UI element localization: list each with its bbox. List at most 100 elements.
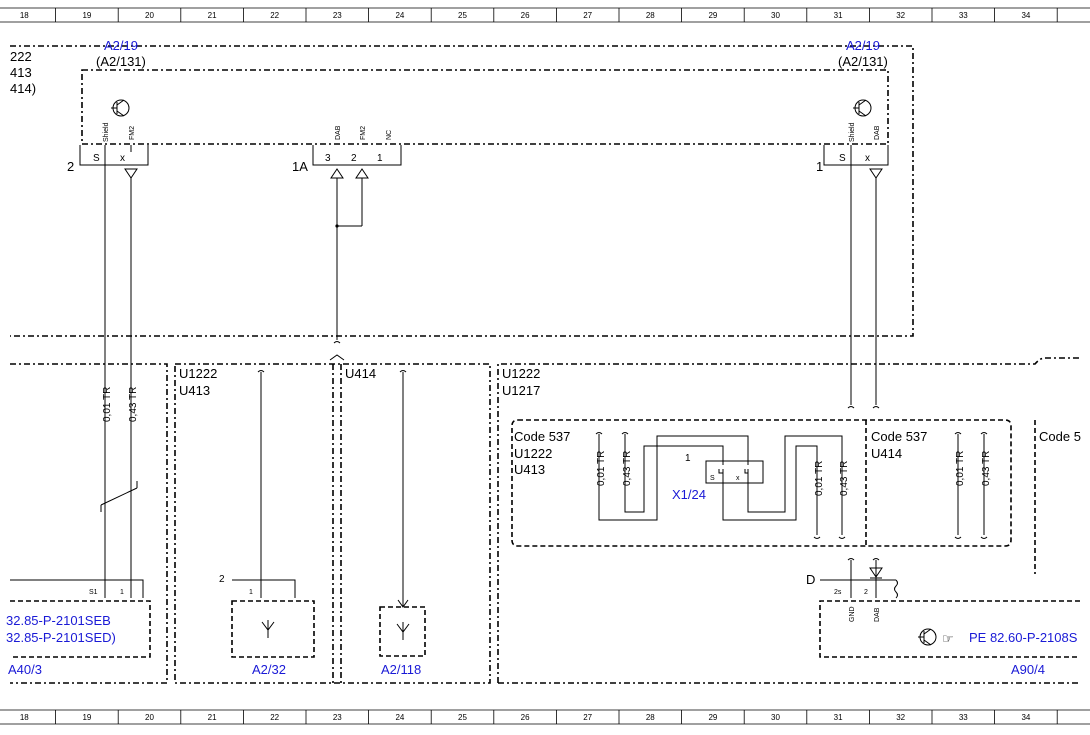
a2-19-right-label[interactable]: A2/19 [846,38,880,53]
ruler-column-20: 20 [145,11,154,20]
variant-line-3: 414) [10,81,36,96]
a2-118-label[interactable]: A2/118 [381,662,421,677]
ruler-column-24: 24 [395,713,404,722]
ruler-column-28: 28 [646,713,655,722]
ruler-column-33: 33 [959,713,968,722]
splice-x1-24[interactable]: X1/24 [672,487,706,502]
dab-right-label: DAB [874,125,881,140]
pin-x-right-label: x [865,153,870,164]
wires-upper [100,145,880,598]
ruler-column-32: 32 [896,11,905,20]
lower-mid-group-outline [174,363,491,684]
component-a40-3: S1 1 32.85-P-2101SEB 32.85-P-2101SED) A4… [6,579,151,677]
ruler-column-27: 27 [583,713,592,722]
dab-label: DAB [335,125,342,140]
wire-code-mid-a: 0,01 TR [814,461,825,496]
ruler-column-21: 21 [208,11,217,20]
splice-pin-num: 1 [685,453,691,464]
code-537-outline [511,419,1012,547]
variant-line-1: 222 [10,49,32,64]
lower-right-outline [497,357,1080,683]
a2-131-right-label: (A2/131) [838,54,888,69]
connector-left: S x Shield FM2 2 [67,122,149,179]
ref-pe-2108s[interactable]: PE 82.60-P-2108S [969,630,1078,645]
ruler-column-30: 30 [771,713,780,722]
ruler-column-18: 18 [20,713,29,722]
wire-left-b: 0,43 TR [128,387,139,422]
shield-right-label: Shield [849,122,856,142]
ruler-column-31: 31 [834,713,843,722]
antenna-a2-118: A2/118 [379,370,426,677]
pin-1-label: 1 [377,153,383,164]
splice-pin-s: S [710,475,715,482]
pointing-hand-icon: ☞ [942,631,954,646]
code-left-line1: Code 537 [514,429,570,444]
code-right-line1: Code 5 [1039,429,1081,444]
pin-s-right-label: S [839,153,846,164]
connector-id-2: 2 [67,159,74,174]
nc-label: NC [386,130,393,140]
ruler-column-29: 29 [708,11,717,20]
ruler-column-33: 33 [959,11,968,20]
section-u414: U414 [345,366,376,381]
pin-s-label: S [93,153,100,164]
ruler-column-24: 24 [395,11,404,20]
ruler-column-19: 19 [82,11,91,20]
splice-pin-x: x [736,475,740,482]
a2-131-left-label: (A2/131) [96,54,146,69]
ruler-column-25: 25 [458,713,467,722]
section-u1222: U1222 [179,366,217,381]
a90-4-pin-2: 2 [864,589,868,596]
antenna-a2-32: 2 1 A2/32 [219,370,315,677]
wire-code-right-a: 0,01 TR [955,451,966,486]
pin-3-label: 3 [325,153,331,164]
wire-left-a: 0,01 TR [102,387,113,422]
ref-2101seb[interactable]: 32.85-P-2101SEB [6,613,111,628]
wire-code-mid-b: 0,43 TR [839,461,850,496]
code-mid-line2: U414 [871,446,902,461]
section-u1222-b: U1222 [502,366,540,381]
ruler-column-26: 26 [521,713,530,722]
pin-x-label: x [120,153,125,164]
a40-3-pin-s1: S1 [89,589,98,596]
gnd-label: GND [849,606,856,622]
a2-32-pin-num: 2 [219,574,225,585]
section-u413: U413 [179,383,210,398]
transistor-icon-right [853,99,872,117]
a2-32-label[interactable]: A2/32 [252,662,286,677]
ruler-column-23: 23 [333,11,342,20]
transistor-icon-left [111,99,130,117]
ruler-column-30: 30 [771,11,780,20]
shield-label: Shield [103,122,110,142]
ruler-column-21: 21 [208,713,217,722]
code-left-line3: U413 [514,462,545,477]
component-a90-4: D 2s 2 GND DAB ☞ PE 82.60-P-2108S A90/4 [806,558,1080,677]
a40-3-label[interactable]: A40/3 [8,662,42,677]
section-u1217: U1217 [502,383,540,398]
connector-id-1a: 1A [292,159,308,174]
connector-id-d: D [806,572,815,587]
ruler-column-22: 22 [270,713,279,722]
a2-32-pin-1: 1 [249,589,253,596]
a90-4-label[interactable]: A90/4 [1011,662,1045,677]
a2-19-left-label[interactable]: A2/19 [104,38,138,53]
dab-bottom-label: DAB [874,607,881,622]
transistor-icon-bottom [918,628,937,646]
ruler-column-28: 28 [646,11,655,20]
ref-2101sed[interactable]: 32.85-P-2101SED) [6,630,116,645]
fm2-mid-label: FM2 [360,126,367,140]
fm2-label: FM2 [129,126,136,140]
connector-id-1: 1 [816,159,823,174]
pin-2-label: 2 [351,153,357,164]
wire-code-left-a: 0,01 TR [596,451,607,486]
ruler-column-18: 18 [20,11,29,20]
ruler-column-26: 26 [521,11,530,20]
a2-19-inner-outline [81,69,889,145]
connector-right: S x Shield DAB 1 [816,122,889,179]
a40-3-pin-1: 1 [120,589,124,596]
ruler-column-23: 23 [333,713,342,722]
code-box-wires [595,432,988,539]
